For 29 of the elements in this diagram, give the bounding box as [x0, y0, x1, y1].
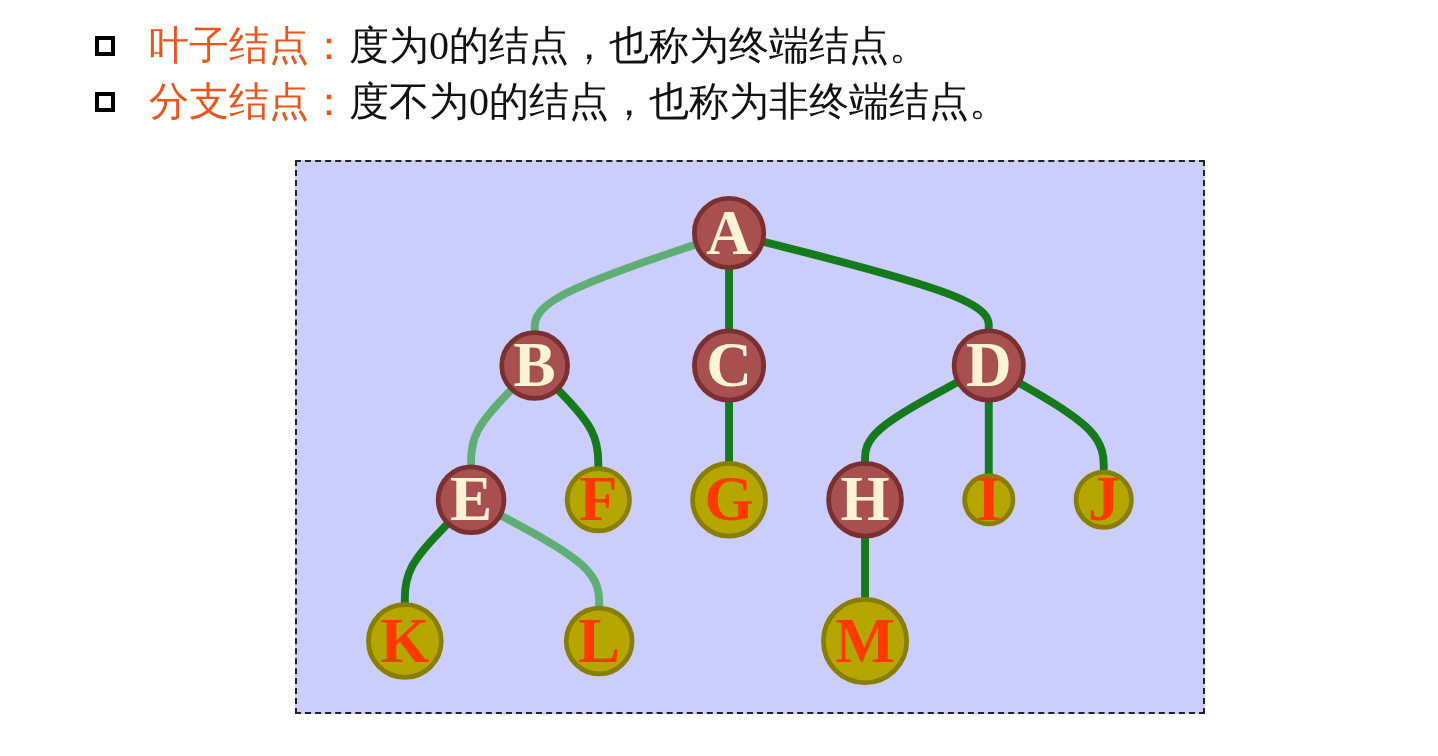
connector — [401, 520, 452, 605]
node-circle — [826, 460, 904, 539]
node-circle — [951, 328, 1026, 403]
connector — [761, 237, 993, 331]
node-circle — [690, 460, 768, 539]
node-circle — [692, 196, 767, 271]
term-label: 叶子结点： — [149, 22, 349, 70]
definition-text: 度为0的结点，也称为终端结点。 — [349, 22, 929, 70]
connector — [725, 267, 734, 331]
node-circle — [499, 330, 571, 401]
node-circle — [366, 602, 444, 680]
diagram-panel: A B C D E F G H I J K L M — [295, 160, 1205, 714]
connector — [554, 386, 603, 469]
connector — [984, 400, 993, 476]
connector — [861, 378, 961, 464]
node-circle — [962, 473, 1016, 527]
node-circle — [1073, 469, 1134, 530]
node-circle — [821, 596, 910, 685]
connector — [530, 240, 698, 333]
connector — [725, 400, 734, 464]
connector — [861, 536, 870, 600]
node-circle — [564, 466, 632, 534]
node-circle — [564, 605, 635, 677]
definition-text: 度不为0的结点，也称为非终端结点。 — [349, 78, 1009, 126]
connector — [467, 386, 515, 467]
node-circle — [692, 328, 767, 403]
node-circle — [435, 464, 507, 535]
term-label: 分支结点： — [149, 78, 349, 126]
connector — [498, 511, 604, 609]
